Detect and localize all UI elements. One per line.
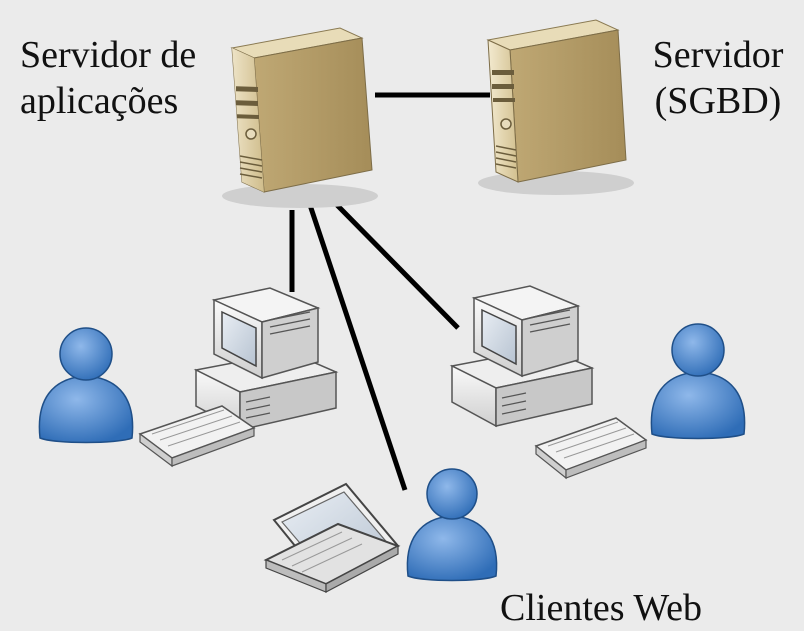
- web-clients-label: Clientes Web: [500, 587, 703, 629]
- link-app-to-laptop: [307, 204, 408, 491]
- app-server-label: Servidor de aplicações: [20, 32, 196, 124]
- db-server-label: Servidor (SGBD): [638, 32, 798, 124]
- keyboard-icon: [534, 417, 648, 480]
- connection-lines: [289, 92, 490, 491]
- link-app-to-desktop-right: [335, 203, 460, 330]
- keyboard-icon: [138, 405, 256, 468]
- db-server-label-line1: Servidor: [652, 34, 784, 76]
- user-icon: [406, 468, 498, 582]
- user-icon: [38, 327, 134, 444]
- server-icon: [222, 27, 378, 208]
- database-server-icon: [478, 19, 634, 195]
- app-server-label-line2: aplicações: [20, 80, 179, 122]
- desktop-computer-icon: [449, 285, 595, 428]
- user-icon: [650, 323, 746, 440]
- laptop-icon: [263, 482, 401, 593]
- app-server-label-line1: Servidor de: [20, 34, 197, 76]
- desktop-computer-icon: [193, 287, 339, 432]
- db-server-label-line2: (SGBD): [654, 80, 782, 122]
